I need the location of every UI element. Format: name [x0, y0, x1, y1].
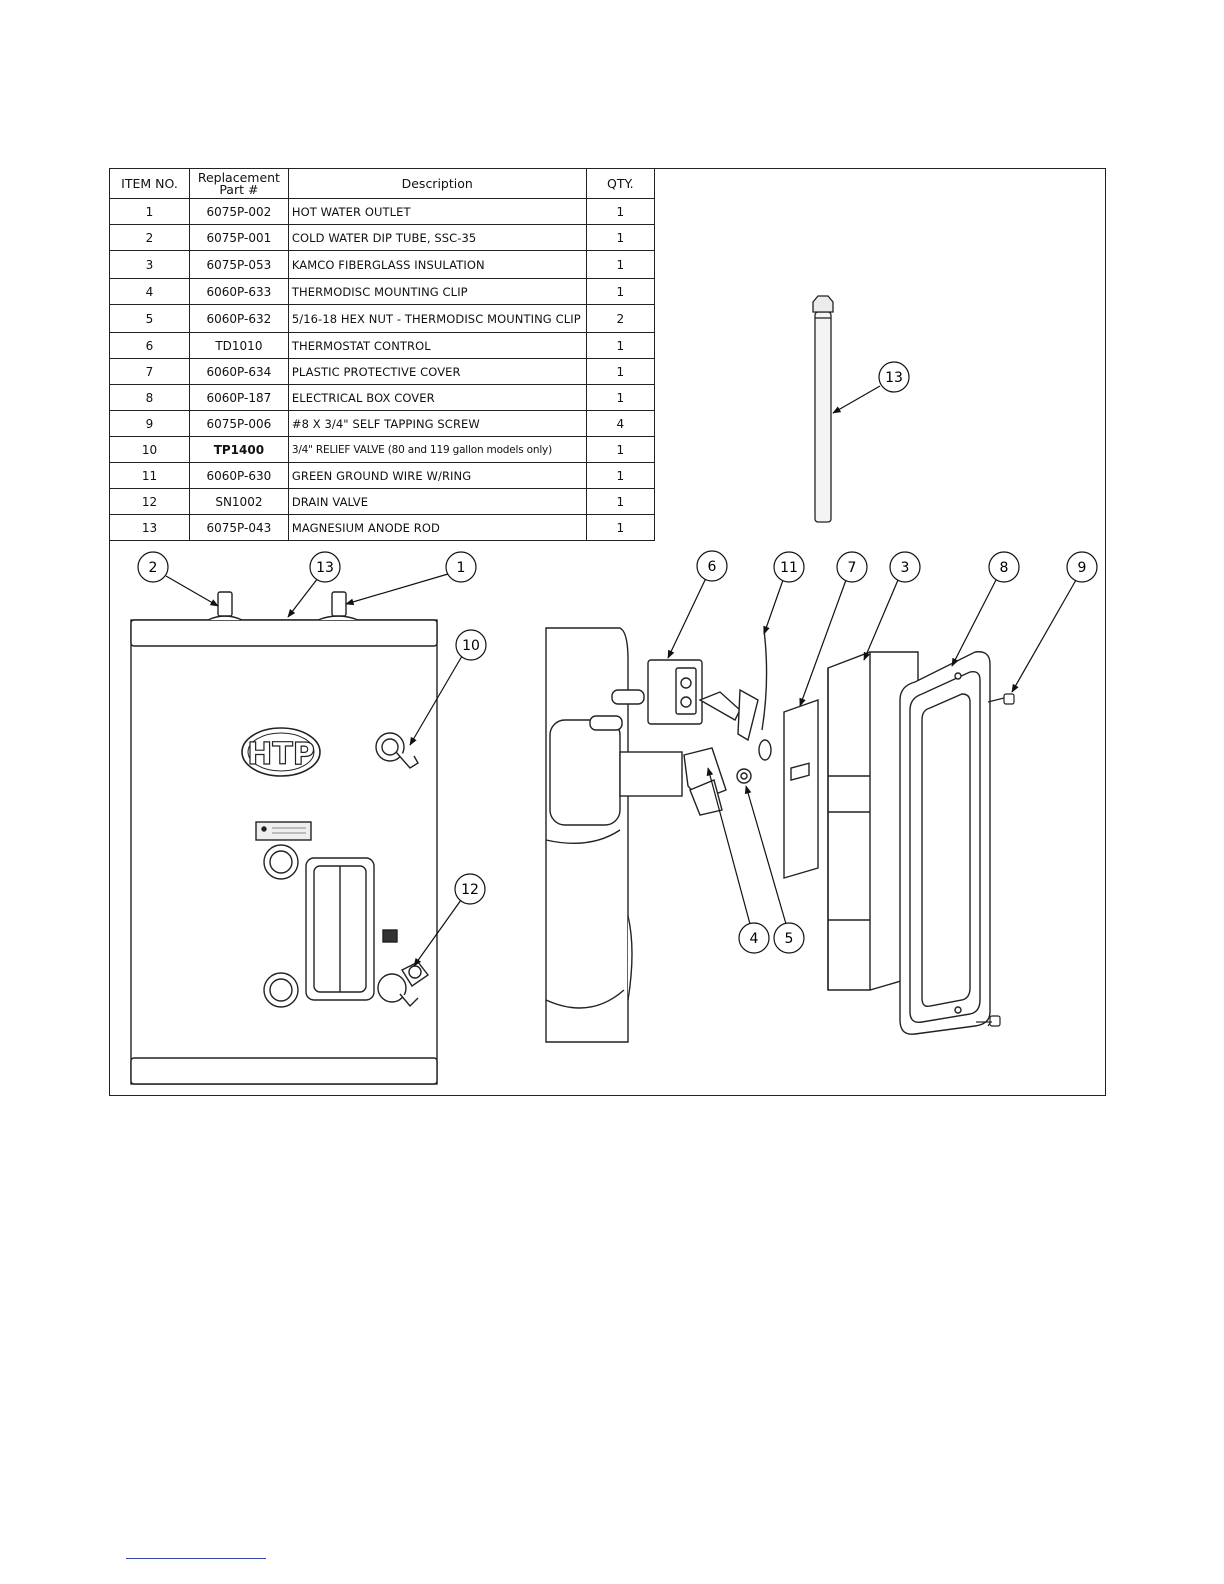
callout-13-label: 13 — [316, 560, 334, 576]
item-no: 11 — [109, 462, 190, 489]
header-part-line1: Replacement — [197, 169, 280, 185]
part-number: 6060P-630 — [188, 462, 289, 489]
callout-2-label: 2 — [149, 560, 158, 576]
part-number: 6060P-632 — [188, 304, 289, 333]
description: HOT WATER OUTLET — [287, 198, 587, 225]
item-no: 8 — [109, 384, 190, 411]
item-no: 1 — [109, 198, 190, 225]
part-number: 6060P-634 — [188, 358, 289, 385]
table-row: 5 6060P-632 5/16-18 HEX NUT - THERMODISC… — [109, 304, 656, 333]
table-row: 11 6060P-630 GREEN GROUND WIRE W/RING 1 — [109, 462, 656, 489]
parts-table: ITEM NO. Replacement Part # Description … — [109, 168, 656, 541]
table-row: 8 6060P-187 ELECTRICAL BOX COVER 1 — [109, 384, 656, 411]
part-number: 6075P-053 — [188, 250, 289, 279]
callout-4: 4 — [706, 767, 770, 954]
callout-5-label: 5 — [785, 931, 794, 947]
callout-12: 12 — [413, 873, 486, 967]
qty: 1 — [585, 488, 656, 515]
table-row: 1 6075P-002 HOT WATER OUTLET 1 — [109, 198, 656, 225]
callout-1-label: 1 — [457, 560, 466, 576]
screws-drawing — [976, 693, 1015, 1027]
callout-5: 5 — [744, 785, 805, 954]
part-number: TD1010 — [188, 332, 289, 359]
qty: 1 — [585, 198, 656, 225]
table-row: 6 TD1010 THERMOSTAT CONTROL 1 — [109, 332, 656, 359]
description: #8 X 3/4" SELF TAPPING SCREW — [287, 410, 587, 437]
qty: 1 — [585, 514, 656, 541]
electrical-box-cover-drawing — [899, 651, 991, 1035]
callout-7: 7 — [799, 551, 868, 707]
qty: 1 — [585, 332, 656, 359]
table-row: 7 6060P-634 PLASTIC PROTECTIVE COVER 1 — [109, 358, 656, 385]
table-row: 2 6075P-001 COLD WATER DIP TUBE, SSC-35 … — [109, 224, 656, 251]
tank-side-view — [545, 627, 772, 1043]
description: GREEN GROUND WIRE W/RING — [287, 462, 587, 489]
callout-3-label: 3 — [901, 560, 910, 576]
description: 5/16-18 HEX NUT - THERMODISC MOUNTING CL… — [287, 304, 587, 333]
item-no: 5 — [109, 304, 190, 333]
qty: 1 — [585, 384, 656, 411]
qty: 1 — [585, 250, 656, 279]
callout-8-label: 8 — [1000, 560, 1009, 576]
part-number: SN1002 — [188, 488, 289, 515]
description: THERMODISC MOUNTING CLIP — [287, 278, 587, 305]
callout-6: 6 — [667, 550, 728, 659]
part-number: 6075P-001 — [188, 224, 289, 251]
callout-9: 9 — [1011, 551, 1098, 693]
qty: 1 — [585, 358, 656, 385]
description: 3/4" RELIEF VALVE (80 and 119 gallon mod… — [287, 436, 587, 463]
table-row: 12 SN1002 DRAIN VALVE 1 — [109, 488, 656, 515]
footer-rule — [126, 1558, 266, 1559]
water-heater-front-view — [130, 591, 438, 1085]
callout-9-label: 9 — [1078, 560, 1087, 576]
header-part-line2: Part # — [219, 181, 259, 197]
callout-12-label: 12 — [461, 882, 479, 898]
qty: 1 — [585, 224, 656, 251]
callout-10-label: 10 — [462, 638, 480, 654]
logo-text: HTP — [247, 737, 315, 772]
callout-7-label: 7 — [848, 560, 857, 576]
description: DRAIN VALVE — [287, 488, 587, 515]
part-number: 6060P-187 — [188, 384, 289, 411]
table-row: 10 TP1400 3/4" RELIEF VALVE (80 and 119 … — [109, 436, 656, 463]
description: ELECTRICAL BOX COVER — [287, 384, 587, 411]
table-row: 3 6075P-053 KAMCO FIBERGLASS INSULATION … — [109, 250, 656, 279]
callout-6-label: 6 — [708, 559, 717, 575]
part-number: 6060P-633 — [188, 278, 289, 305]
qty: 2 — [585, 304, 656, 333]
protective-cover-drawing — [783, 699, 819, 879]
description: KAMCO FIBERGLASS INSULATION — [287, 250, 587, 279]
part-number: 6075P-043 — [188, 514, 289, 541]
callout-13-rod-label: 13 — [885, 370, 903, 386]
anode-rod-drawing — [812, 295, 834, 523]
callout-2: 2 — [137, 551, 219, 607]
header-description: Description — [287, 168, 587, 199]
table-row: 4 6060P-633 THERMODISC MOUNTING CLIP 1 — [109, 278, 656, 305]
item-no: 13 — [109, 514, 190, 541]
callout-4-label: 4 — [750, 931, 759, 947]
callout-13: 13 — [287, 551, 341, 618]
callout-10: 10 — [409, 629, 487, 746]
callout-3: 3 — [863, 551, 921, 661]
table-row: 9 6075P-006 #8 X 3/4" SELF TAPPING SCREW… — [109, 410, 656, 437]
callout-1: 1 — [345, 551, 477, 606]
part-number: 6075P-006 — [188, 410, 289, 437]
description: MAGNESIUM ANODE ROD — [287, 514, 587, 541]
callout-11-label: 11 — [780, 560, 798, 576]
callout-11: 11 — [763, 551, 805, 635]
header-part-number: Replacement Part # — [188, 168, 289, 199]
table-row: 13 6075P-043 MAGNESIUM ANODE ROD 1 — [109, 514, 656, 541]
item-no: 12 — [109, 488, 190, 515]
callout-8: 8 — [951, 551, 1020, 667]
logo-badge: HTP — [241, 727, 321, 777]
description: PLASTIC PROTECTIVE COVER — [287, 358, 587, 385]
item-no: 3 — [109, 250, 190, 279]
table-header-row: ITEM NO. Replacement Part # Description … — [109, 168, 656, 199]
callout-13-rod: 13 — [832, 361, 910, 414]
